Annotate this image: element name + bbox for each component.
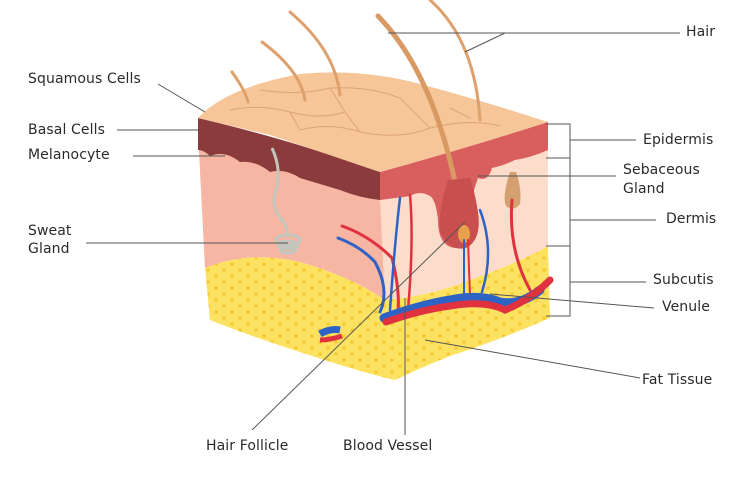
skin-surface <box>198 72 548 172</box>
cut-artery <box>319 333 343 343</box>
artery-follicle <box>467 239 471 297</box>
vein-branch-1 <box>336 236 386 314</box>
artery-main <box>382 276 554 326</box>
fat-layer-front <box>205 257 395 380</box>
dermis-front <box>198 132 385 300</box>
label-sweat-gland-1: Sweat <box>28 223 72 239</box>
cut-vessel <box>318 326 341 338</box>
hair-strand-4 <box>428 0 482 122</box>
label-melanocyte: Melanocyte <box>28 147 110 163</box>
label-blood-vessel: Blood Vessel <box>343 438 433 454</box>
label-hair-follicle: Hair Follicle <box>206 438 289 454</box>
layer-bracket <box>546 123 571 317</box>
epidermis-front <box>198 118 380 200</box>
artery-branch-3 <box>509 198 532 292</box>
label-venule: Venule <box>662 299 710 315</box>
artery-branch-1 <box>340 224 400 314</box>
label-fat-tissue: Fat Tissue <box>642 372 713 388</box>
vein-branch-2 <box>388 196 402 312</box>
fat-layer-side <box>385 246 550 380</box>
sweat-gland-duct <box>270 147 289 238</box>
label-dermis: Dermis <box>666 211 717 227</box>
label-sweat-gland-2: Gland <box>28 241 70 257</box>
hair-strand-1 <box>230 70 250 104</box>
label-hair: Hair <box>686 24 716 40</box>
sebaceous-gland-shape <box>504 172 521 209</box>
label-basal-cells: Basal Cells <box>28 122 105 138</box>
vein-branch-3 <box>478 208 490 294</box>
label-sebaceous-gland-1: Sebaceous <box>623 162 700 178</box>
label-subcutis: Subcutis <box>653 272 714 288</box>
hair-strand-3 <box>288 10 342 97</box>
label-sebaceous-gland-2: Gland <box>623 181 665 197</box>
label-squamous-cells: Squamous Cells <box>28 71 141 87</box>
artery-branch-2 <box>406 193 413 312</box>
hair-strand-2 <box>260 40 307 102</box>
label-epidermis: Epidermis <box>643 132 714 148</box>
